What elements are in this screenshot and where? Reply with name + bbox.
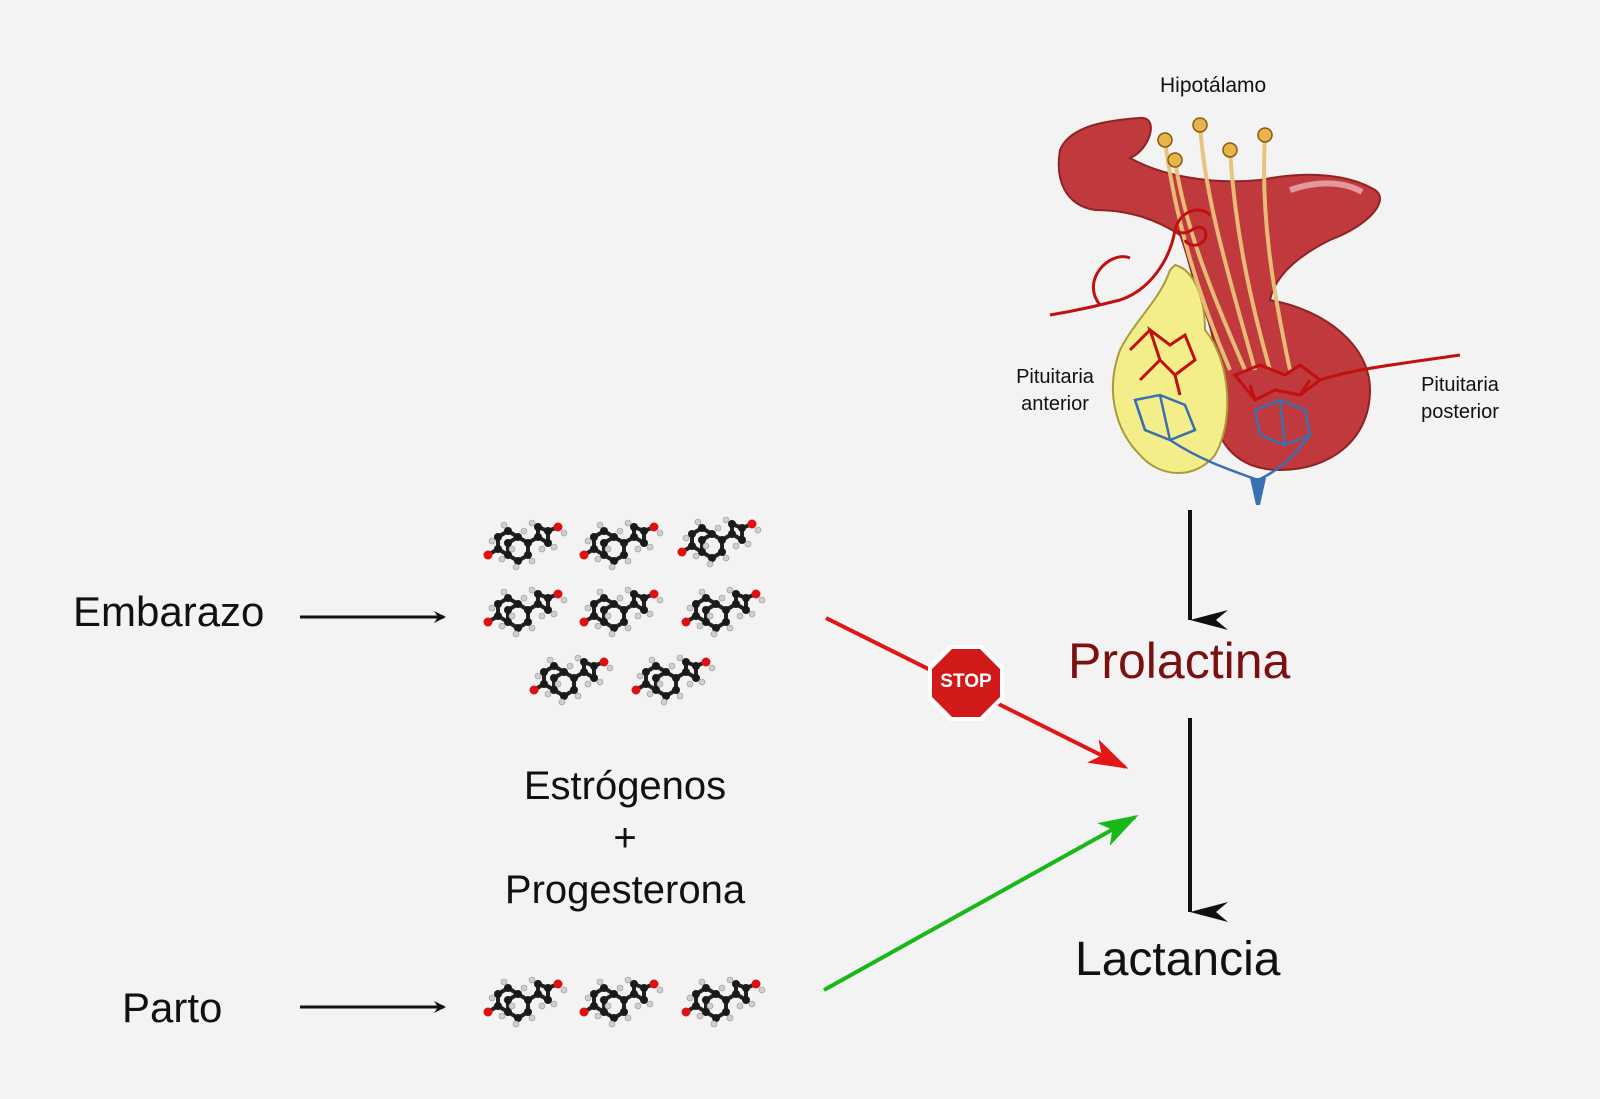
hormones-label: Estrógenos + Progesterona <box>460 760 790 916</box>
stimulation-arrow <box>823 815 1139 992</box>
steroid-molecule-icon <box>679 975 767 1029</box>
posterior-pituitary-line1: Pituitaria <box>1421 374 1499 396</box>
prolactin-label: Prolactina <box>1068 633 1291 689</box>
posterior-pituitary-line2: posterior <box>1421 401 1499 423</box>
estrogens-text: Estrógenos <box>523 764 727 808</box>
steroid-molecule-icon <box>577 585 665 639</box>
progesterone-text: Progesterona <box>504 868 746 912</box>
steroid-molecule-icon <box>481 518 569 572</box>
steroid-molecule-icon <box>481 585 569 639</box>
pituitary-gland-illustration <box>1049 116 1461 505</box>
pregnancy-molecules <box>481 515 767 707</box>
steroid-molecule-icon <box>675 515 763 569</box>
anterior-pituitary-line1: Pituitaria <box>1016 366 1094 388</box>
anterior-pituitary-label: Pituitaria anterior <box>995 364 1115 418</box>
plus-text: + <box>613 816 637 860</box>
steroid-molecule-icon <box>679 585 767 639</box>
steroid-molecule-icon <box>577 518 665 572</box>
posterior-pituitary-label: Pituitaria posterior <box>1400 372 1520 426</box>
steroid-molecule-icon <box>577 975 665 1029</box>
birth-molecules <box>481 975 767 1029</box>
steroid-molecule-icon <box>481 975 569 1029</box>
stop-sign-icon <box>928 645 1004 721</box>
pregnancy-label: Embarazo <box>73 588 265 635</box>
birth-label: Parto <box>122 984 223 1031</box>
stop-sign-text: STOP <box>940 671 992 692</box>
steroid-molecule-icon <box>527 653 615 707</box>
anterior-pituitary-line2: anterior <box>1021 393 1089 415</box>
lactation-label: Lactancia <box>1075 933 1281 986</box>
hypothalamus-label: Hipotálamo <box>1160 74 1267 97</box>
steroid-molecule-icon <box>629 653 717 707</box>
